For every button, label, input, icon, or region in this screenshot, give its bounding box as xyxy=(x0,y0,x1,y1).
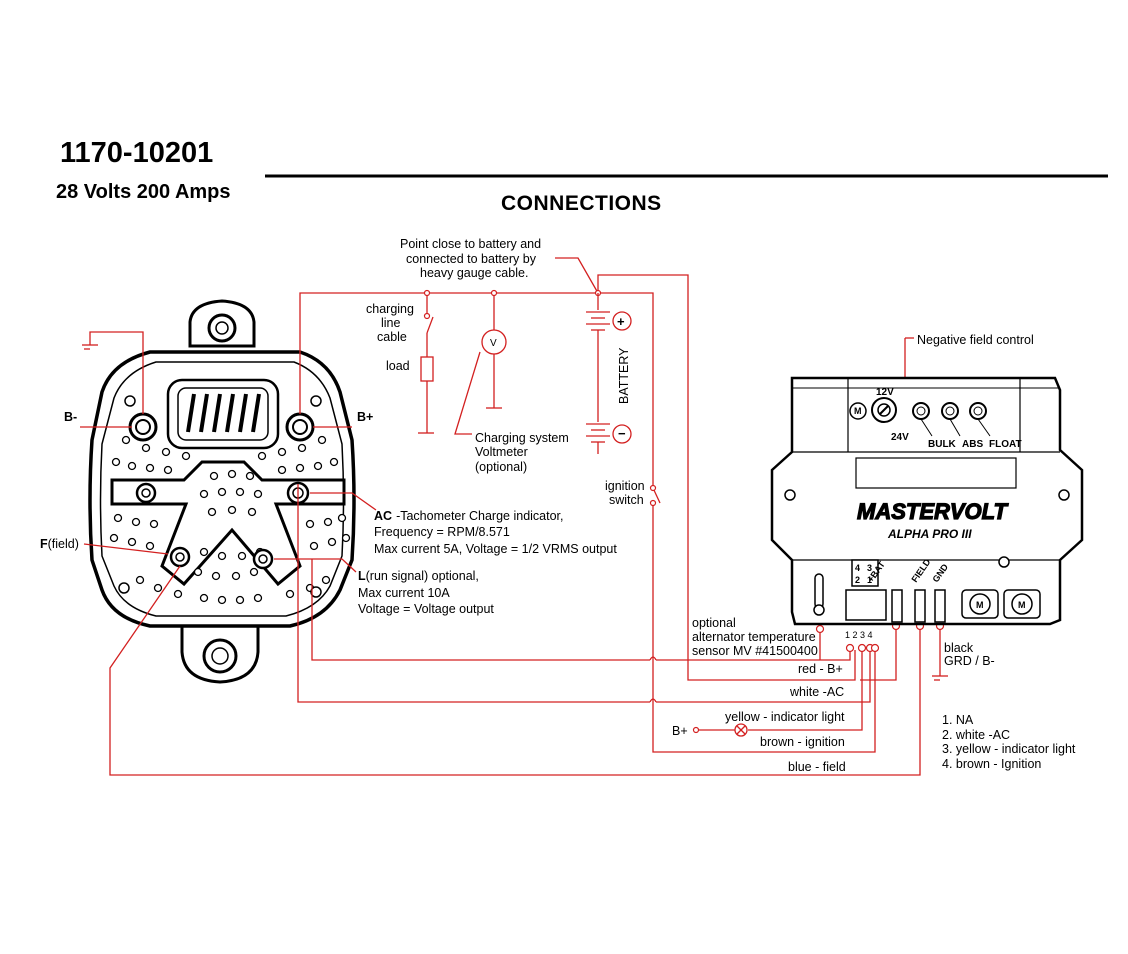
voltmeter-symbol xyxy=(481,329,507,355)
abs-label: ABS xyxy=(962,439,983,450)
white-wire-label: white -AC xyxy=(789,685,844,699)
svg-text:Frequency = RPM/8.571: Frequency = RPM/8.571 xyxy=(374,525,510,539)
conn-3: 3 xyxy=(867,563,872,573)
temp-sensor-label: optional alternator temperature sensor M… xyxy=(692,616,818,658)
svg-text:−: − xyxy=(618,426,626,441)
conn-2: 2 xyxy=(855,575,860,585)
svg-text:ignition: ignition xyxy=(605,479,645,493)
legend-item: 1. NA xyxy=(942,713,974,727)
alternator xyxy=(88,299,356,684)
legend-item: 4. brown - Ignition xyxy=(942,757,1041,771)
svg-text:Voltage = Voltage output: Voltage = Voltage output xyxy=(358,602,494,616)
battery-note: Point close to battery and connected to … xyxy=(400,237,541,280)
bulk-label: BULK xyxy=(928,439,957,450)
svg-text:optional: optional xyxy=(692,616,736,630)
b-plus-label: B+ xyxy=(357,410,373,424)
svg-text:line: line xyxy=(381,316,401,330)
load-label: load xyxy=(386,359,410,373)
bplus-lamp-label: B+ xyxy=(672,724,688,738)
ignition-switch-label: ignition switch xyxy=(605,479,645,507)
red-wiring xyxy=(80,257,941,776)
svg-text:sensor MV #41500400: sensor MV #41500400 xyxy=(692,644,818,658)
svg-text:heavy gauge cable.: heavy gauge cable. xyxy=(420,266,528,280)
svg-text:Max current 5A, Voltage = 1/2: Max current 5A, Voltage = 1/2 VRMS outpu… xyxy=(374,542,617,556)
yellow-wire-label: yellow - indicator light xyxy=(725,710,845,724)
part-number: 1170-10201 xyxy=(60,137,213,169)
field-label: F(field) xyxy=(40,537,79,551)
legend-item: 3. yellow - indicator light xyxy=(942,742,1076,756)
svg-text:L(run signal) optional,: L(run signal) optional, xyxy=(358,569,479,583)
thermometer-icon xyxy=(814,573,824,609)
motor-icon-a: M xyxy=(854,406,862,416)
svg-text:Point close to battery and: Point close to battery and xyxy=(400,237,541,251)
voltmeter-label: Charging system Voltmeter (optional) xyxy=(475,431,569,474)
battery-label: BATTERY xyxy=(617,347,631,404)
float-label: FLOAT xyxy=(989,439,1022,450)
brown-wire-label: brown - ignition xyxy=(760,735,845,749)
ac-letter: AC xyxy=(374,509,392,523)
24v-label: 24V xyxy=(891,432,909,443)
svg-text:alternator temperature: alternator temperature xyxy=(692,630,816,644)
voltmeter-v: V xyxy=(490,338,497,349)
motor-icon-b: M xyxy=(976,600,984,610)
black-wire-label: black GRD / B- xyxy=(944,641,995,668)
negative-field-label: Negative field control xyxy=(917,333,1034,347)
12v-label: 12V xyxy=(876,387,894,398)
svg-text:(optional): (optional) xyxy=(475,460,527,474)
blue-wire-label: blue - field xyxy=(788,760,846,774)
svg-text:cable: cable xyxy=(377,330,407,344)
svg-text:switch: switch xyxy=(609,493,644,507)
ac-description: AC-Tachometer Charge indicator, Frequenc… xyxy=(374,509,617,556)
brand-logo: MASTERVOLT xyxy=(857,499,1008,524)
svg-text:charging: charging xyxy=(366,302,414,316)
battery-plus-icon xyxy=(612,311,632,331)
svg-text:GRD / B-: GRD / B- xyxy=(944,654,995,668)
section-title: CONNECTIONS xyxy=(501,192,662,215)
b-minus-label: B- xyxy=(64,410,77,424)
svg-text:connected to battery by: connected to battery by xyxy=(406,252,537,266)
battery-symbol xyxy=(586,293,610,454)
motor-icon-c: M xyxy=(1018,600,1026,610)
red-wire-label: red - B+ xyxy=(798,662,843,676)
regulator: M xyxy=(770,376,1084,626)
svg-text:+: + xyxy=(617,314,625,329)
conn-1: 1 xyxy=(867,575,872,585)
l-description: L(run signal) optional, Max current 10A … xyxy=(358,569,494,616)
model-label: ALPHA PRO III xyxy=(887,527,972,541)
svg-text:AC-Tachometer Charge indicator: AC-Tachometer Charge indicator, xyxy=(374,509,564,523)
l-letter: L xyxy=(358,569,366,583)
rating: 28 Volts 200 Amps xyxy=(56,181,231,203)
svg-text:Max current 10A: Max current 10A xyxy=(358,586,450,600)
pin-row-label: 1 2 3 4 xyxy=(845,630,873,640)
ground-symbols xyxy=(82,344,948,681)
legend-item: 2. white -AC xyxy=(942,728,1010,742)
battery-minus-icon xyxy=(612,424,632,444)
conn-4: 4 xyxy=(855,563,860,573)
charging-line-label: charging line cable xyxy=(366,302,414,344)
load-resistor xyxy=(420,356,434,382)
svg-text:Voltmeter: Voltmeter xyxy=(475,445,528,459)
svg-text:Charging system: Charging system xyxy=(475,431,569,445)
svg-text:black: black xyxy=(944,641,974,655)
pin-legend: 1. NA 2. white -AC 3. yellow - indicator… xyxy=(942,713,1076,771)
